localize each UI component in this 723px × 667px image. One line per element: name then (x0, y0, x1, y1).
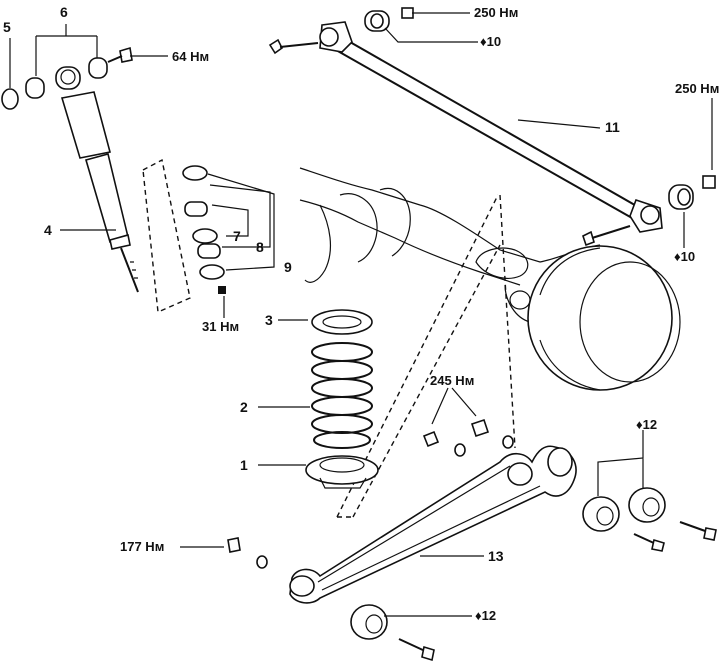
trailing-arm (289, 445, 577, 604)
lateral-rod-bolt-left (268, 38, 319, 55)
spring-seat-lower (305, 455, 379, 489)
guide-lines (142, 158, 516, 518)
callout-13: 13 (488, 548, 504, 564)
callout-10-top: ♦10 (480, 34, 502, 49)
trailing-arm-bushing-a (582, 496, 620, 532)
torque-250-right: 250 Нм (675, 81, 720, 96)
spring-seat-upper (311, 309, 373, 335)
torque-245: 245 Нм (430, 373, 475, 388)
callout-12-right: ♦12 (636, 417, 658, 432)
callout-10-right: ♦10 (674, 249, 696, 264)
washer-5-icon (1, 88, 19, 110)
leader-lines (9, 12, 713, 617)
spring-upper-parts (182, 165, 225, 280)
callout-4: 4 (44, 222, 52, 238)
callout-2: 2 (240, 399, 248, 415)
torque-177: 177 Нм (120, 539, 165, 554)
lateral-rod-bolt-right (582, 225, 631, 247)
torque-31: 31 Нм (202, 319, 240, 334)
shock-bushing-left (25, 77, 45, 99)
callout-8: 8 (256, 239, 264, 255)
arm-nuts (227, 418, 514, 569)
callout-1: 1 (240, 457, 248, 473)
lateral-rod (319, 21, 663, 233)
nut-top-icon (401, 7, 414, 19)
coil-spring (311, 342, 373, 449)
lateral-rod-bushing-right (668, 184, 694, 210)
nut-right-icon (702, 175, 716, 189)
lateral-rod-bushing-top (364, 10, 390, 32)
callout-11: 11 (605, 119, 620, 135)
shock-absorber (55, 66, 139, 293)
trailing-arm-bolts (398, 521, 717, 662)
trailing-arm-bushing-c (350, 604, 388, 640)
callout-7: 7 (233, 228, 241, 244)
callout-5: 5 (3, 19, 11, 35)
axle-housing (299, 167, 681, 391)
callout-6: 6 (60, 4, 68, 20)
callout-3: 3 (265, 312, 273, 328)
torque-250-top: 250 Нм (474, 5, 519, 20)
shock-bushing-right (88, 57, 108, 79)
torque-64: 64 Нм (172, 49, 210, 64)
shock-top-bolt (107, 46, 133, 63)
callout-12-bottom: ♦12 (475, 608, 497, 623)
nut-31-icon (218, 286, 226, 294)
trailing-arm-bushing-b (628, 487, 666, 523)
callout-9: 9 (284, 259, 292, 275)
